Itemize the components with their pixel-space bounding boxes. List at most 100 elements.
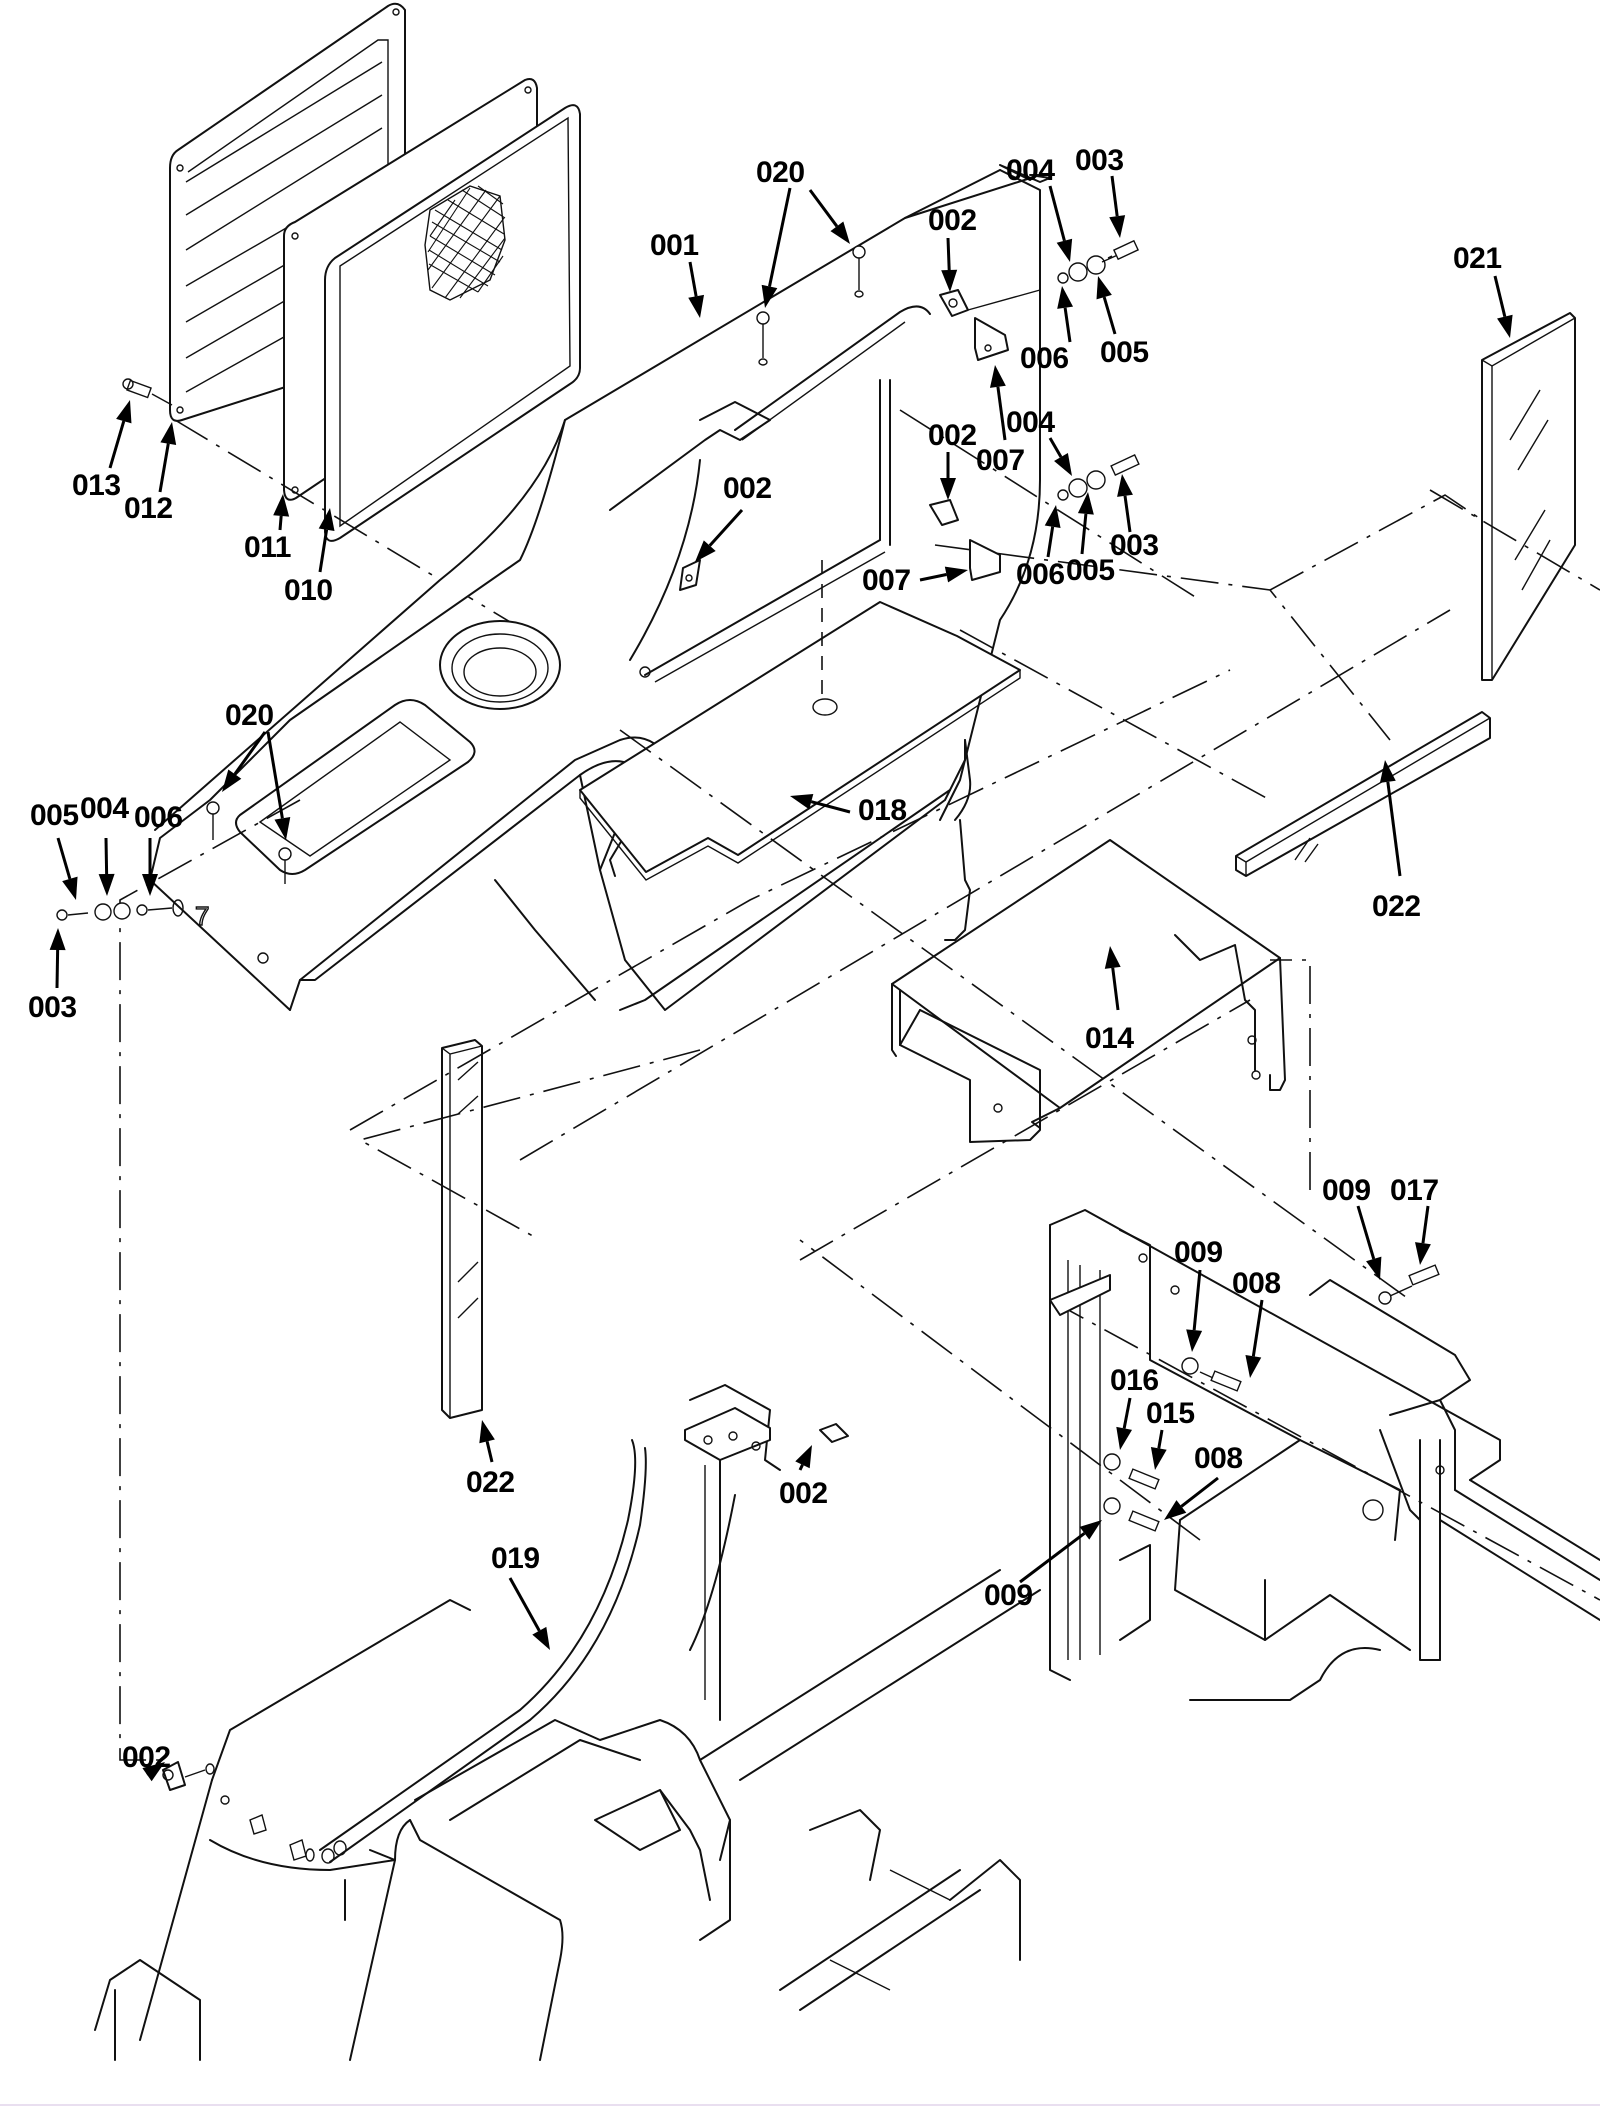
arrowhead-icon xyxy=(795,1445,812,1469)
louver-slats xyxy=(185,61,383,393)
leader-line xyxy=(56,837,72,880)
callout-020 xyxy=(266,731,291,840)
callout-012: 012 xyxy=(124,422,177,525)
arrowhead-icon xyxy=(274,816,291,840)
callout-002: 002 xyxy=(122,1741,171,1782)
callout-label: 002 xyxy=(928,204,977,237)
arrowhead-icon xyxy=(1044,505,1061,528)
arrowhead-icon xyxy=(1186,1329,1203,1352)
leader-line xyxy=(278,515,283,531)
callout-009: 009 xyxy=(1322,1174,1382,1280)
callout-leader-arrow xyxy=(808,189,850,244)
callout-label: 006 xyxy=(134,801,183,834)
callout-leader-arrow xyxy=(142,838,158,896)
callout-label: 009 xyxy=(1322,1174,1371,1207)
arrowhead-icon xyxy=(1415,1242,1431,1265)
phantom-line-grille xyxy=(174,419,541,641)
callout-leader-arrow xyxy=(1150,1429,1167,1470)
leader-line xyxy=(996,386,1007,441)
callout-label: 008 xyxy=(1194,1442,1243,1475)
callout-022: 022 xyxy=(466,1420,515,1499)
leader-line xyxy=(1048,185,1066,242)
callout-leader-arrow xyxy=(1415,1205,1431,1265)
callout-013: 013 xyxy=(72,400,132,502)
mesh-screen xyxy=(424,185,506,301)
callout-label: 003 xyxy=(1110,529,1159,562)
screw-013-part xyxy=(122,378,173,406)
callout-005: 005 xyxy=(30,799,79,900)
callout-label: 002 xyxy=(723,472,772,505)
callout-label: 019 xyxy=(491,1542,540,1575)
arrowhead-icon xyxy=(142,1762,165,1782)
leader-line xyxy=(1192,1269,1202,1331)
arrowhead-icon xyxy=(62,876,78,900)
callout-002: 002 xyxy=(928,419,977,500)
callout-010: 010 xyxy=(284,508,335,607)
housing-001-part xyxy=(149,164,1051,1011)
callout-leader-arrow xyxy=(1379,760,1402,877)
leader-line xyxy=(1122,1397,1132,1429)
callout-leader-arrow xyxy=(695,508,744,562)
callout-leader-arrow xyxy=(1116,1397,1133,1450)
callout-leader-arrow xyxy=(1044,505,1061,558)
leader-line xyxy=(158,443,170,493)
callout-leader-arrow xyxy=(688,261,705,318)
callout-leader-arrow xyxy=(761,187,792,308)
callout-leader-arrow xyxy=(266,731,291,840)
callout-leader-arrow xyxy=(508,1577,550,1650)
arrowhead-icon xyxy=(273,494,290,517)
callout-leader-arrow xyxy=(1164,1476,1219,1520)
callout-label: 005 xyxy=(1066,554,1115,587)
callout-label: 001 xyxy=(650,229,699,262)
callout-leader-arrow xyxy=(98,837,115,896)
callout-006: 006 xyxy=(134,801,183,896)
callout-leader-arrow xyxy=(1077,492,1094,555)
leader-line xyxy=(1180,1476,1219,1508)
leader-line xyxy=(266,731,284,819)
callout-008: 008 xyxy=(1164,1442,1243,1520)
arrowhead-icon xyxy=(1366,1256,1382,1280)
arrowhead-icon xyxy=(830,221,850,244)
arrowhead-icon xyxy=(1057,286,1074,309)
callout-007: 007 xyxy=(862,564,968,597)
callout-leader-arrow xyxy=(1186,1269,1203,1352)
callout-leader-arrow xyxy=(318,508,335,573)
callout-006: 006 xyxy=(1020,286,1074,375)
callout-leader-arrow xyxy=(1057,286,1074,343)
frame-assembly-part xyxy=(699,1209,1600,2011)
callout-021: 021 xyxy=(1453,242,1513,338)
callout-label: 009 xyxy=(1174,1236,1223,1269)
leader-line xyxy=(808,189,839,228)
arrowhead-icon xyxy=(1150,1446,1167,1470)
leader-line xyxy=(688,261,698,297)
callout-leader-arrow xyxy=(941,237,958,292)
callout-label: 002 xyxy=(779,1477,828,1510)
callout-leader-arrow xyxy=(795,1445,812,1471)
callout-009: 009 xyxy=(1174,1236,1223,1352)
arrowhead-icon xyxy=(695,540,716,562)
leader-line xyxy=(946,237,951,271)
callout-leader-arrow xyxy=(479,1420,495,1463)
leader-line xyxy=(1421,1205,1430,1244)
callout-label: 012 xyxy=(124,492,173,525)
seal-strip-022-right-part xyxy=(1235,711,1491,877)
callout-label: 007 xyxy=(862,564,911,597)
callout-leader-arrow xyxy=(56,837,78,900)
callout-label: 007 xyxy=(976,444,1025,477)
arrowhead-icon xyxy=(1056,238,1073,262)
callout-label: 021 xyxy=(1453,242,1502,275)
callout-label: 004 xyxy=(80,792,129,825)
callout-017: 017 xyxy=(1390,1174,1439,1265)
housing-side-wall xyxy=(944,739,972,941)
arrowhead-icon xyxy=(98,873,115,896)
leader-line xyxy=(1111,967,1120,1011)
arrowhead-icon xyxy=(941,269,958,292)
callout-leader-arrow xyxy=(158,422,177,493)
arrowhead-icon xyxy=(318,508,335,531)
arrowhead-icon xyxy=(479,1420,495,1444)
callout-leader-arrow xyxy=(1117,474,1133,533)
callout-label: 013 xyxy=(72,469,121,502)
callout-label: 006 xyxy=(1020,342,1069,375)
arrowhead-icon xyxy=(790,793,814,810)
hardware-left: 7 xyxy=(56,801,292,932)
